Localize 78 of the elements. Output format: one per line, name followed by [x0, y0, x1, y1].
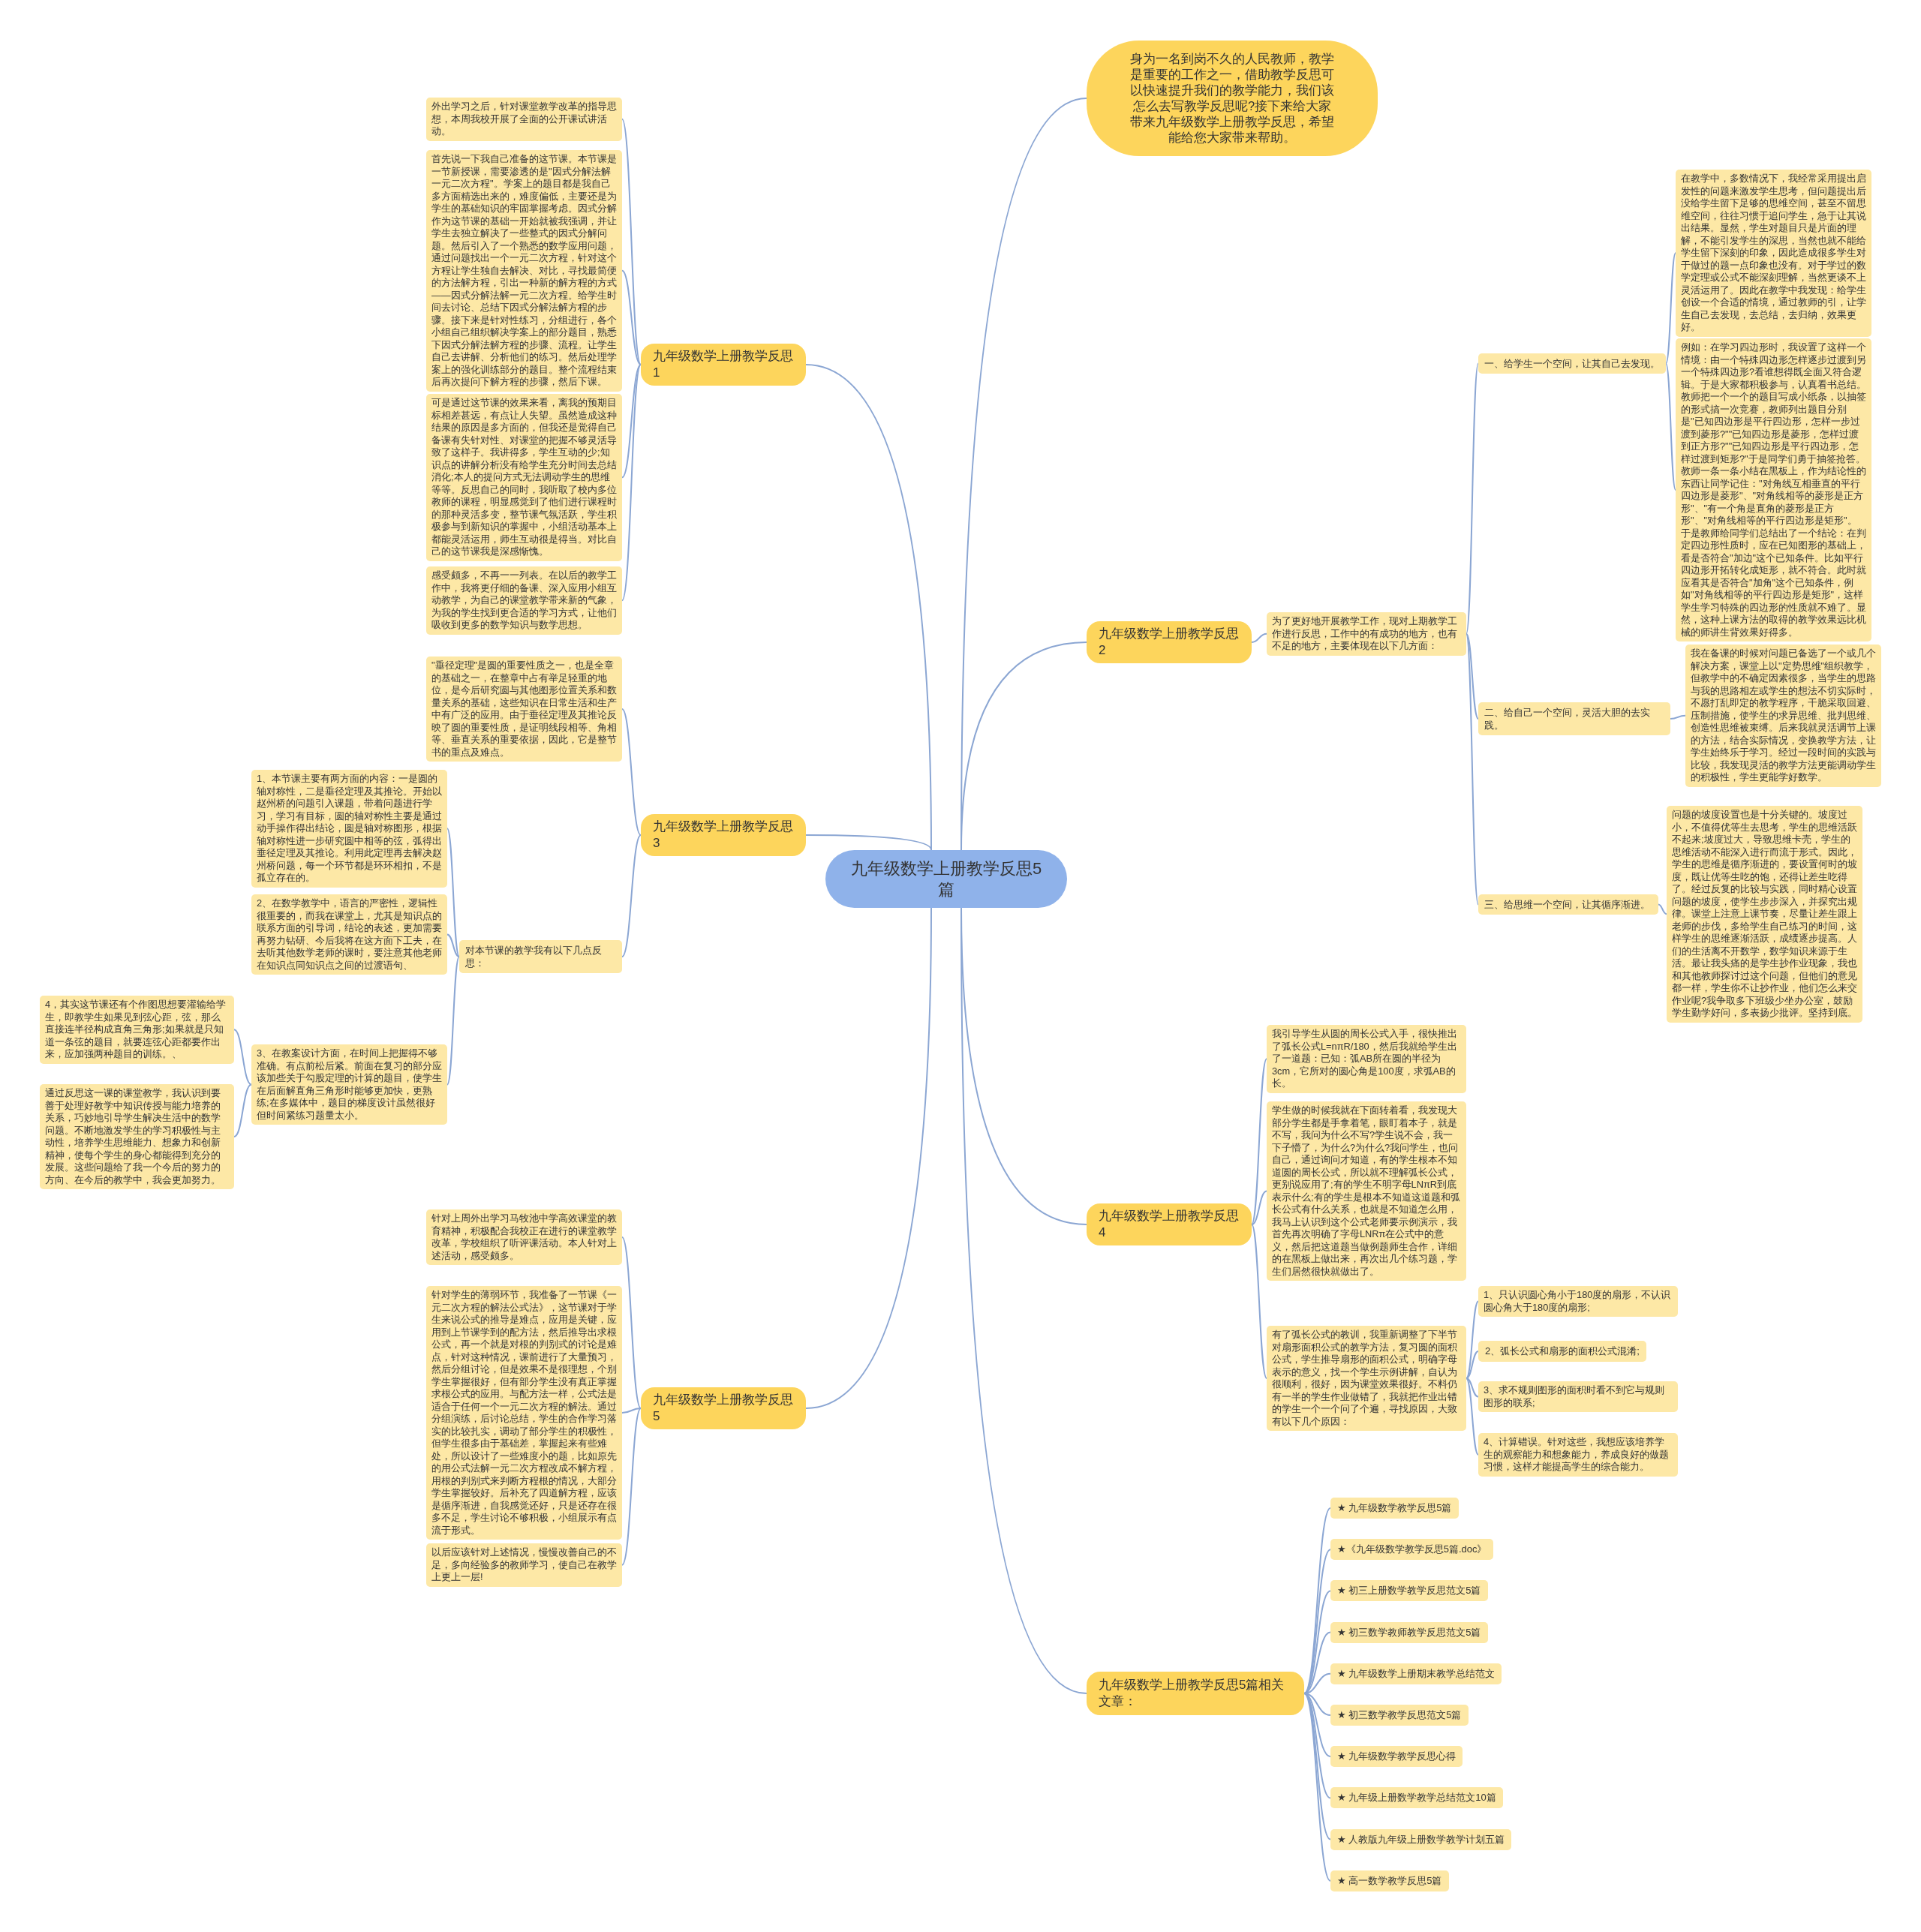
- article-link-box: 2、弧长公式和扇形的面积公式混淆;: [1478, 1341, 1646, 1362]
- note-box: 4，其实这节课还有个作图思想要灌输给学生，即教学生如果见到弦心距，弦，那么直接连半径构成直角三角形;如果就是只知道一条弦的题目，就要连弦心距都要作出来，应加强两种题目的训练。、: [40, 996, 234, 1064]
- connector-line: [1466, 1300, 1479, 1379]
- article-link-box: ★ 九年级上册数学教学总结范文10篇: [1330, 1787, 1503, 1809]
- article-link-box: ★《九年级数学教学反思5篇.doc》: [1330, 1539, 1494, 1561]
- connector-line: [621, 118, 642, 365]
- subtopic-box: 对本节课的教学我有以下几点反思：: [459, 940, 622, 973]
- note-box: 3、在教案设计方面，在时间上把握得不够准确。有点前松后紧。前面在复习的部分应该加些关于勾股定理的计算的题目，使学生在后面解直角三角形时能够更加快，更熟练;在多媒体中，题目的梯度设计虽然很好但时间紧练习题量太小。: [251, 1044, 447, 1125]
- article-link-box: ★ 九年级数学上册期末教学总结范文: [1330, 1663, 1502, 1684]
- connector-line: [1466, 632, 1479, 720]
- connector-line: [621, 269, 642, 365]
- subtopic-box: 一、给学生一个空间，让其自己去发现。: [1478, 353, 1666, 374]
- note-box: 3、求不规则图形的面积时看不到它与规则图形的联系;: [1478, 1381, 1678, 1412]
- note-box: 为了更好地开展教学工作，现对上期教学工作进行反思，工作中的有成功的地方，也有不足的地方，主要体现在以下几方面：: [1267, 612, 1466, 656]
- connector-line: [233, 1029, 252, 1086]
- connector-line: [1466, 1378, 1479, 1398]
- note-box: 1、只认识圆心角小于180度的扇形，不认识圆心角大于180度的扇形;: [1478, 1286, 1678, 1317]
- connector-line: [1466, 1378, 1479, 1456]
- connector-line: [805, 834, 932, 851]
- connector-line: [1665, 252, 1676, 365]
- note-box: 针对上周外出学习马牧池中学高效课堂的教育精神，积极配合我校正在进行的课堂教学改革，学校组织了听评课活动。本人针对上述活动，感受颇多。: [426, 1209, 622, 1265]
- article-link-box: ★ 初三数学教师教学反思范文5篇: [1330, 1621, 1488, 1643]
- subtopic-box: 二、给自己一个空间，灵活大胆的去实践。: [1478, 702, 1670, 735]
- intro-bubble: 身为一名到岗不久的人民教师，教学是重要的工作之一，借助教学反思可以快速提升我们的教学能力，我们该怎么去写教学反思呢?接下来给大家带来九年级数学上册教学反思，希望能给您大家带来帮助。: [1087, 41, 1378, 156]
- connector-line: [621, 1408, 642, 1414]
- connector-line: [621, 708, 642, 836]
- connector-line: [1670, 714, 1686, 720]
- topic-box: 九年级数学上册教学反思1: [641, 344, 806, 386]
- note-box: 2、在数学教学中，语言的严密性，逻辑性很重要的，而我在课堂上，尤其是知识点的联系方面的引导词，结论的表述，更加需要再努力钻研、今后我将在这方面下工夫，在去听其他数学老师的课时，要注意其他老师在知识点同知识点之间的过渡语句、: [251, 894, 447, 975]
- connector-line: [446, 933, 460, 957]
- connector-line: [805, 364, 932, 851]
- topic-box: 九年级数学上册教学反思5篇相关文章：: [1087, 1672, 1304, 1715]
- note-box: 问题的坡度设置也是十分关键的。坡度过小，不值得优等生去思考，学生的思维活跃不起来;坡度过大，导致思维卡壳，学生的思维活动不能深入进行而流于形式。因此，学生的思维是循序渐进的，要设置何时的坡度，既让优等生吃的饱，还得让差生吃得了。经过反复的比较与实践，同时精心设置问题的坡度，使学生步步深入，并探究出规律。课堂上注意上课节奏，尽量让差生跟上老师的步伐，多给学生自己练习的时间，这样学生的思维逐渐活跃，成绩逐步提高。人们的生活离不开数学，数学知识来源于生活。最让我头痛的是学生抄作业现象，我也和其他教师探讨过这个问题，但他们的意见都一样，学生你不让抄作业，他们怎么来交作业呢?我争取多下班级少坐办公室，鼓励学生勤学好问，多表扬少批评。坚持到底。: [1667, 806, 1862, 1023]
- note-box: 通过反思这一课的课堂教学，我认识到要善于处理好教学中知识传授与能力培养的关系，巧妙地引导学生解决生活中的数学问题。不断地激发学生的学习积极性与主动性，培养学生思维能力、想象力和创新精神，使每个学生的身心都能得到充分的发展。这些问题给了我一个今后的努力的方向、在今后的教学中，我会更加努力。: [40, 1084, 234, 1189]
- topic-box: 九年级数学上册教学反思2: [1087, 621, 1252, 663]
- note-box: 例如：在学习四边形时，我设置了这样一个情境：由一个特殊四边形怎样逐步过渡到另一个特殊四边形?看谁想得既全面又符合逻辑。于是大家都积极参与，认真看书总结。教师把一个一个的题目写成小纸条，以抽签的形式搞一次竞赛，教师列出题目分别是"已知四边形是平行四边形，怎样一步过渡到菱形?""已知四边形是菱形，怎样过渡到正方形?""已知四边形是平行四边形，怎样过渡到矩形?"于是同学们勇于抽签抢答。教师一条一条小结在黑板上，作为结论性的东西让同学记住："对角线互相垂直的平行四边形是菱形"、"对角线相等的菱形是正方形"、"有一个角是直角的菱形是正方形"、"对角线相等的平行四边形是矩形"。于是教师给同学们总结出了一个结论：在判定四边形性质时，应在已知图形的基础上，看是否符合"加边"这个已知条件。比如平行四边形开拓转化成矩形，就不符合。此时就应看其是否符合"加角"这个已知条件，例如"对角线相等的平行四边形是矩形"，这样学生学习特殊的四边形的性质就不难了。显然，这种上课方法的取得的教学效果远比机械的师讲生背效果好得多。: [1676, 338, 1871, 641]
- note-box: 我引导学生从圆的周长公式入手，很快推出了弧长公式L=nπR/180，然后我就给学生出了一道题：已知：弧AB所在圆的半径为3cm，它所对的圆心角是100度，求弧AB的长。: [1267, 1025, 1466, 1093]
- article-link-box: ★ 初三数学教学反思范文5篇: [1330, 1705, 1469, 1726]
- connector-line: [1466, 1351, 1479, 1379]
- article-link-box: ★ 九年级数学教学反思5篇: [1330, 1498, 1459, 1519]
- note-box: 1、本节课主要有两方面的内容：一是圆的轴对称性，二是垂径定理及其推论。开始以赵州桥的问题引入课题，带着问题进行学习，学习有目标，圆的轴对称性主要是通过动手操作得出结论，圆是轴对称图形，根据轴对称性进一步研究圆中相等的弦，弧得出垂径定理及其推论。利用此定理再去解决赵州桥问题，每一个环节都是环环相扣，不是孤立存在的。: [251, 770, 447, 888]
- connector-line: [1303, 1693, 1331, 1882]
- connector-line: [621, 834, 642, 957]
- connector-line: [1251, 1224, 1267, 1379]
- note-box: 4、计算错误。针对这些，我想应该培养学生的观察能力和想象能力，养成良好的做题习惯，这样才能提高学生的综合能力。: [1478, 1433, 1678, 1477]
- article-link-box: ★ 初三上册数学教学反思范文5篇: [1330, 1580, 1488, 1602]
- subtopic-box: 三、给思维一个空间，让其循序渐进。: [1478, 894, 1658, 915]
- article-link-box: ★ 九年级数学教学反思心得: [1330, 1746, 1463, 1768]
- note-box: 感受颇多，不再一一列表。在以后的教学工作中，我将更仔细的备课、深入应用小组互动教学，为自己的课堂教学带来新的气象，为我的学生找到更合适的学习方式，让他们吸收到更多的数学知识与数学思想。: [426, 566, 622, 635]
- connector-line: [1251, 632, 1267, 643]
- note-box: 首先说一下我自己准备的这节课。本节课是一节新授课，需要渗透的是"因式分解法解一元二次方程"。学案上的题目都是我自己多方面精选出来的，难度偏低，主要还是为学生的基础知识的牢固掌握考虑。因式分解作为这节课的基础一开始就被我强调，并让学生去独立解决了一些整式的因式分解问题。然后引入了一个熟悉的数学应用问题，通过问题找出一个一元二次方程，针对这个方程让学生独自去解决、对比，寻找最简便的方法解方程，引出一种新的解方程的方式——因式分解法解一元二次方程。给学生时间去讨论、总结下因式分解法解方程的步骤。接下来是针对性练习，分组进行，各个小组自己组织解决学案上的部分题目，熟悉下因式分解法解方程的步骤、流程。让学生自己去讲解、分析他们的练习。然后处理学案上的强化训练部分的题目。整个流程结束后再次提问下解方程的步骤，然后下课。: [426, 150, 622, 392]
- connector-line: [1251, 1058, 1267, 1225]
- article-link-box: ★ 高一数学教学反思5篇: [1330, 1870, 1449, 1891]
- topic-box: 九年级数学上册教学反思5: [641, 1387, 806, 1429]
- note-box: "垂径定理"是圆的重要性质之一，也是全章的基础之一，在整章中占有举足轻重的地位，是今后研究圆与其他图形位置关系和数量关系的基础，这些知识在日常生活和生产中有广泛的应用。由于垂径定理及其推论反映了圆的重要性质，是证明线段相等、角相等、垂直关系的重要依据，因此，它是整节书的重点及难点。: [426, 657, 622, 762]
- connector-line: [446, 828, 460, 957]
- connector-line: [960, 641, 1087, 851]
- note-box: 我在备课的时候对问题已备选了一个或几个解决方案，课堂上以"定势思维"组织教学，但教学中的不确定因素很多，当学生的思路与我的思路相左或学生的想法不切实际时，不愿打乱即定的教学程序，干脆采取回避、压制措施，使学生的求异思维、批判思维、创造性思维被束缚。后来我就灵活调节上课的方法，结合实际情况，变换教学方法，让学生始终乐于学习。经过一段时间的实践与比较，我发现灵活的教学方法更能调动学生的积极性，学生更能学好数学。: [1685, 645, 1881, 787]
- note-box: 在教学中，多数情况下，我经常采用提出启发性的问题来激发学生思考，但问题提出后没给学生留下足够的思维空间，甚至不留思维空间，往往习惯于追问学生，急于让其说出结果。显然，学生对题目只是片面的理解，不能引发学生的深思，当然也就不能给学生留下深刻的印象，因此造成很多学生对于做过的题一点印象也没有。对于学过的数学定理或公式不能深刻理解，当然更谈不上灵活运用了。因此在教学中我发现：给学生创设一个合适的情境，通过教师的引，让学生自己去发现，去总结，去归纳，效果更好。: [1676, 170, 1871, 337]
- note-box: 可是通过这节课的效果来看，离我的预期目标相差甚远，有点让人失望。虽然造成这种结果的原因是多方面的，但我还是觉得自己备课有失针对性、对课堂的把握不够灵活导致了这样子。我讲得多，学生互动的少;知识点的讲解分析没有给学生充分时间去总结消化;本人的提问方式无法调动学生的思维等等。反思自己的同时，我听取了校内多位教师的课程，明显感觉到了他们进行课程时的那种灵活多变，整节课气氛活跃，学生积极参与到新知识的掌握中，小组活动基本上都能灵活运用，师生互动很是得当。对比自己的这节课我是深感惭愧。: [426, 394, 622, 561]
- central-topic: 九年级数学上册教学反思5篇: [825, 850, 1067, 908]
- topic-box: 九年级数学上册教学反思3: [641, 814, 806, 856]
- note-box: 学生做的时候我就在下面转着看，我发现大部分学生都是手拿着笔，眼盯着本子，就是不写，我问为什么不写?学生说不会，我一下子懵了，为什么?为什么?我问学生，也问自己，通过询问才知道，有的学生根本不知道圆的周长公式，所以就不理解弧长公式，更别说应用了;有的学生不明字母LNπR到底表示什么;有的学生是根本不知道这道题和弧长公式有什么关系，也就是不知道怎么用，我马上认识到这个公式老师要示例演示，我首先再次明确了字母LNRπ在公式中的意义，然后把这道题当做例题师生合作，详细的在黑板上做出来，再次出几个练习题，学生们居然很快就做出了。: [1267, 1101, 1466, 1281]
- note-box: 外出学习之后，针对课堂教学改革的指导思想，本周我校开展了全面的公开课试讲活动。: [426, 98, 622, 141]
- connector-line: [1251, 1190, 1267, 1225]
- note-box: 有了弧长公式的教训，我重新调整了下半节对扇形面积公式的教学方法，复习圆的面积公式，学生推导扇形的面积公式，明确字母表示的意义，找一个学生示例讲解，自认为很顺利，很好，因为课堂效果很好。不料仍有一半的学生作业做错了，我就把作业出错的学生一个一个问了个遍，寻找原因，大致有以下几个原因：: [1267, 1326, 1466, 1431]
- connector-line: [621, 1408, 642, 1566]
- connector-line: [805, 907, 932, 1409]
- connector-line: [621, 1236, 642, 1409]
- connector-line: [1665, 362, 1676, 491]
- topic-box: 九年级数学上册教学反思4: [1087, 1203, 1252, 1245]
- connector-line: [1466, 362, 1479, 635]
- connector-line: [621, 364, 642, 479]
- article-link-box: ★ 人教版九年级上册数学教学计划五篇: [1330, 1828, 1512, 1850]
- note-box: 以后应该针对上述情况，慢慢改善自己的不足，多向经验多的教师学习，使自己在教学上更上一层!: [426, 1543, 622, 1587]
- note-box: 针对学生的薄弱环节，我准备了一节课《一元二次方程的解法公式法》，这节课对于学生来说公式的推导是难点，应用是关键，应用到上节课学到的配方法，然后推导出求根公式，再一个就是对根的判别式的讨论是难点，针对这种情况，课前进行了大量预习，然后分组讨论，但是效果不是很理想，个别学生掌握很好，但有部分学生没有真正掌握求根公式的应用。与配方法一样，公式法是适合于任何一个一元二次方程的解法。通过分组演练，后讨论总结，学生的合作学习落实的比较扎实，调动了部分学生的积极性，但学生很多由于基础差，掌握起来有些难处，所以设计了一些难度小的题，比如原先的用公式法解一元二次方程改成不解方程，用根的判别式来判断方程根的情况，大部分学生掌握较好。后补充了四道解方程，应该是循序渐进，自我感觉还好，只是还存在很多不足，学生讨论不够积极，小组展示有点流于形式。: [426, 1286, 622, 1540]
- connector-line: [621, 364, 642, 602]
- connector-line: [446, 956, 460, 1086]
